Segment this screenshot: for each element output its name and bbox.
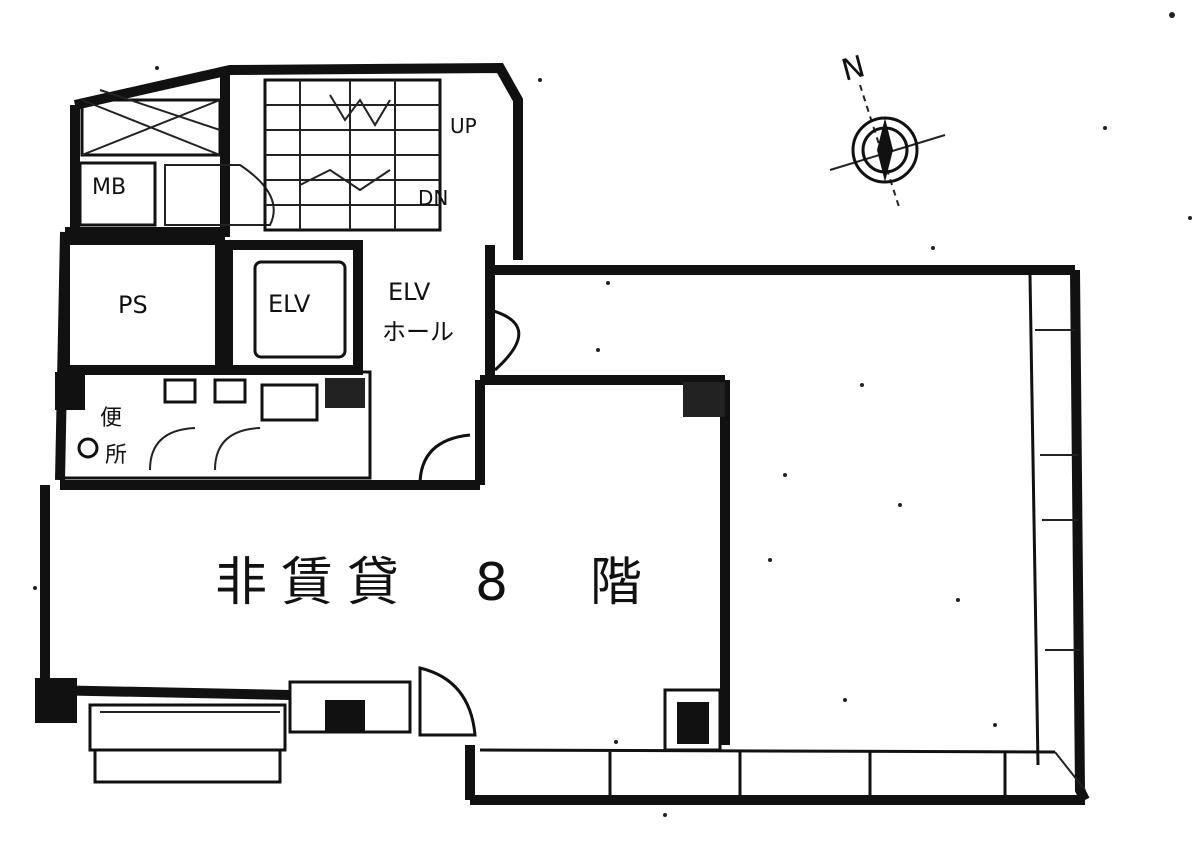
toilet-area: 便 所 bbox=[55, 370, 372, 480]
elevator-hall-label-2: ホール bbox=[382, 318, 454, 346]
north-compass-icon: N bbox=[829, 49, 946, 211]
stairs-down-label: DN bbox=[418, 186, 448, 210]
north-label: N bbox=[838, 49, 869, 89]
storage-area bbox=[80, 89, 222, 157]
toilet-label-2: 所 bbox=[105, 443, 127, 468]
floor-title: 非賃貸 8 階 bbox=[215, 553, 656, 613]
ps-label: PS bbox=[118, 291, 148, 319]
floor-number: 8 bbox=[475, 553, 522, 613]
elevator-label: ELV bbox=[268, 290, 311, 318]
non-rental-label: 非賃貸 bbox=[215, 553, 413, 613]
elevator-shaft: ELV bbox=[223, 240, 363, 375]
bottom-bays bbox=[88, 666, 722, 784]
bottom-window-bays bbox=[608, 751, 1086, 800]
elevator-hall: ELV ホール bbox=[382, 278, 521, 372]
ps-shaft: PS bbox=[60, 235, 225, 375]
mb-room: MB bbox=[78, 161, 275, 227]
right-window-bays bbox=[1028, 274, 1080, 766]
stairs-up-label: UP bbox=[450, 114, 477, 138]
main-space-walls bbox=[465, 245, 1090, 805]
toilet-label-1: 便 bbox=[100, 406, 122, 431]
mb-label: MB bbox=[92, 175, 126, 200]
scan-noise bbox=[33, 12, 1192, 817]
elevator-hall-label-1: ELV bbox=[388, 278, 431, 306]
corridor-door bbox=[418, 433, 471, 486]
floor-suffix: 階 bbox=[590, 553, 656, 613]
non-rental-area-walls bbox=[35, 375, 730, 745]
stairs: UP DN bbox=[263, 78, 477, 232]
